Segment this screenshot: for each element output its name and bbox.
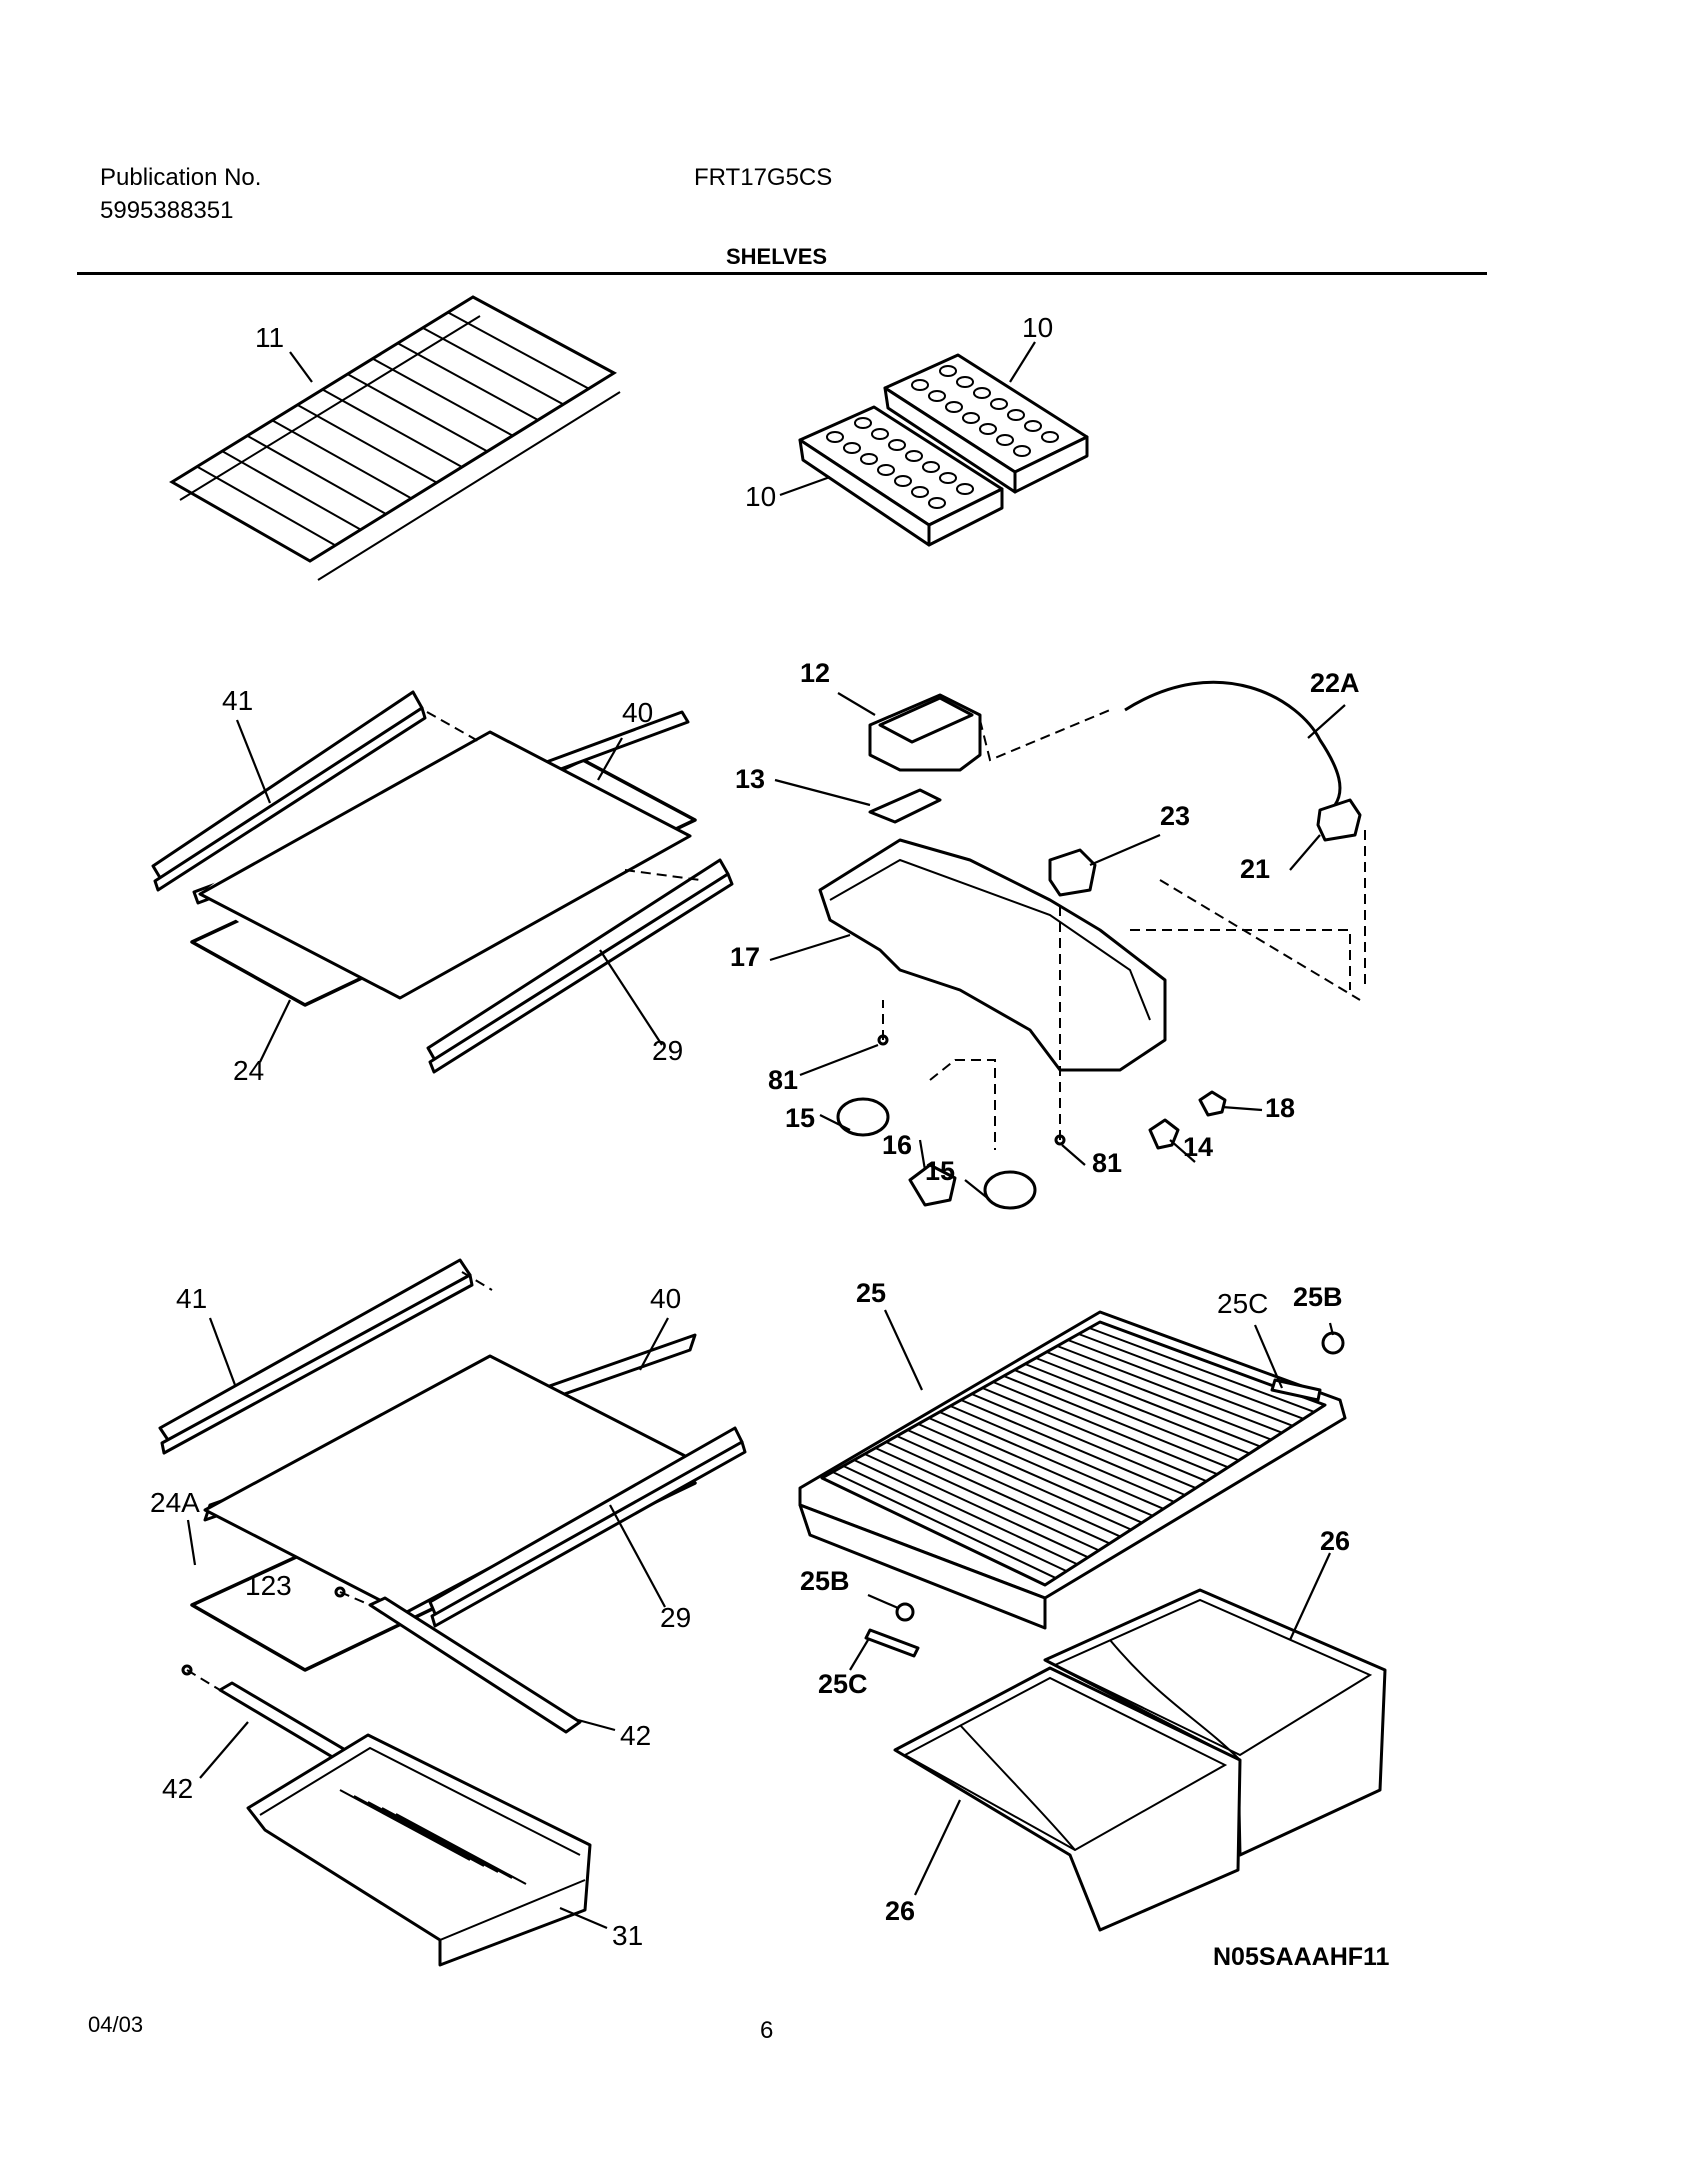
callout-13: 13 bbox=[735, 764, 765, 794]
ice-tray-front bbox=[798, 405, 1004, 547]
leader-lines bbox=[186, 341, 1346, 1930]
callout-31: 31 bbox=[612, 1920, 643, 1951]
callout-14: 14 bbox=[1183, 1132, 1213, 1162]
callout-23: 23 bbox=[1160, 801, 1190, 831]
callout-10-front: 10 bbox=[745, 481, 776, 512]
footer-date: 04/03 bbox=[88, 2012, 144, 2037]
header-rule bbox=[77, 272, 1487, 275]
callout-16: 16 bbox=[882, 1130, 912, 1160]
diagram-code: N05SAAAHF11 bbox=[1213, 1943, 1390, 1971]
callout-22a: 22A bbox=[1310, 668, 1360, 698]
callout-81-left: 81 bbox=[768, 1065, 798, 1095]
callout-10-rear: 10 bbox=[1022, 312, 1053, 343]
callout-17: 17 bbox=[730, 942, 760, 972]
callout-40-lower: 40 bbox=[650, 1283, 681, 1314]
callout-21: 21 bbox=[1240, 854, 1270, 884]
callout-123: 123 bbox=[245, 1570, 292, 1601]
callout-26-right: 26 bbox=[1320, 1526, 1350, 1556]
callout-29-upper: 29 bbox=[652, 1035, 683, 1066]
section-title: SHELVES bbox=[726, 244, 828, 269]
publication-number: 5995388351 bbox=[100, 197, 234, 224]
crisper-drawer-left bbox=[893, 1666, 1242, 1932]
callout-24a: 24A bbox=[150, 1487, 200, 1518]
callout-26-left: 26 bbox=[885, 1896, 915, 1926]
callout-29-lower: 29 bbox=[660, 1602, 691, 1633]
callout-42-left: 42 bbox=[162, 1773, 193, 1804]
page-number: 6 bbox=[760, 2017, 774, 2044]
callout-15-left: 15 bbox=[785, 1103, 815, 1133]
callout-81-right: 81 bbox=[1092, 1148, 1122, 1178]
ice-tray-rear bbox=[883, 353, 1089, 494]
model-number: FRT17G5CS bbox=[694, 164, 833, 191]
callout-25b-bottom: 25B bbox=[800, 1566, 850, 1596]
callout-25c-top: 25C bbox=[1217, 1288, 1268, 1319]
crisper-cover-assembly bbox=[798, 1310, 1347, 1658]
control-housing-assembly bbox=[818, 680, 1366, 1210]
publication-label: Publication No. bbox=[100, 164, 262, 191]
lower-glass-shelf-assembly bbox=[158, 1258, 747, 1967]
callout-12: 12 bbox=[800, 658, 830, 688]
callout-15-right: 15 bbox=[925, 1156, 955, 1186]
callout-labels: 11 10 10 41 40 29 24 12 13 17 81 15 16 1… bbox=[150, 312, 1360, 1951]
callout-25: 25 bbox=[856, 1278, 886, 1308]
callout-25b-top: 25B bbox=[1293, 1282, 1343, 1312]
callout-18: 18 bbox=[1265, 1093, 1295, 1123]
callout-41-lower: 41 bbox=[176, 1283, 207, 1314]
upper-glass-shelf-assembly bbox=[151, 690, 734, 1074]
callout-25c-bottom: 25C bbox=[818, 1669, 868, 1699]
wire-shelf bbox=[169, 295, 621, 581]
callout-11: 11 bbox=[255, 322, 284, 353]
callout-40-upper: 40 bbox=[622, 697, 653, 728]
callout-42-right: 42 bbox=[620, 1720, 651, 1751]
callout-24: 24 bbox=[233, 1055, 264, 1086]
callout-41-upper: 41 bbox=[222, 685, 253, 716]
